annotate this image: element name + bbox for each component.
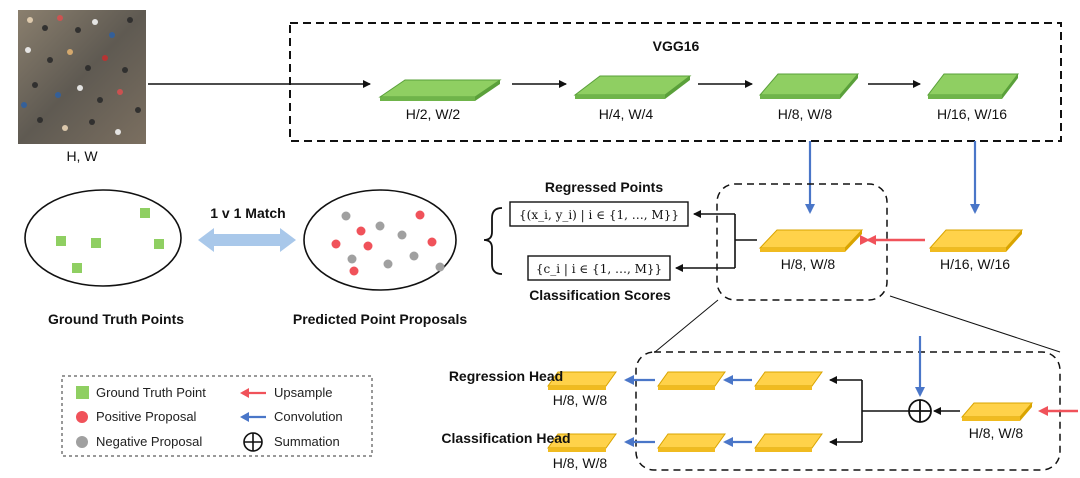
regressed-formula: {(x_i, y_i) | i ∈ {1, …, M}}: [519, 208, 679, 222]
classification-head-label: Classification Head: [441, 430, 570, 446]
vgg-stage-4-label: H/16, W/16: [937, 106, 1007, 122]
upsampled-plate: [960, 402, 1034, 421]
gt-caption: Ground Truth Points: [48, 311, 184, 327]
fusion-box: [716, 183, 888, 301]
input-image: [18, 10, 146, 144]
cls-head-size: H/8, W/8: [553, 455, 608, 471]
deep-feature-label: H/16, W/16: [940, 256, 1010, 272]
circle-plus-icon: [243, 432, 263, 452]
legend-positive-label: Positive Proposal: [96, 409, 197, 424]
match-arrow: [198, 228, 296, 252]
gt-points-ellipse: [24, 189, 182, 287]
vgg-box: [289, 22, 1062, 142]
pred-caption: Predicted Point Proposals: [293, 311, 467, 327]
summation-node: [908, 399, 932, 423]
legend-summation-label: Summation: [274, 434, 340, 449]
mid-feature-plate: [758, 229, 864, 252]
gray-dot-icon: [76, 436, 88, 448]
zoom-line-left: [654, 299, 719, 353]
regressed-box: [509, 201, 689, 227]
legend-negative-label: Negative Proposal: [96, 434, 202, 449]
red-dot-icon: [76, 411, 88, 423]
zoom-line-right: [889, 295, 1061, 353]
blue-arrow-icon: [240, 412, 266, 422]
vgg-stage-3-plate: [758, 73, 860, 99]
upsampled-size-label: H/8, W/8: [969, 425, 1024, 441]
classification-title: Classification Scores: [529, 287, 671, 303]
match-label: 1 v 1 Match: [210, 205, 285, 221]
reg-head-size: H/8, W/8: [553, 392, 608, 408]
output-branch-line: [734, 214, 757, 268]
cls-plate-3: [754, 433, 823, 452]
legend-upsample-label: Upsample: [274, 385, 333, 400]
vgg-stage-4-plate: [926, 73, 1020, 99]
mid-feature-label: H/8, W/8: [781, 256, 836, 272]
output-brace: [483, 207, 503, 275]
legend-convolution-label: Convolution: [274, 409, 343, 424]
reg-plate-2: [657, 371, 726, 390]
cls-plate-2: [657, 433, 726, 452]
reg-plate-3: [754, 371, 823, 390]
deep-feature-plate: [928, 229, 1024, 252]
vgg-stage-2-plate: [573, 75, 692, 99]
cls-plate-1: [547, 433, 617, 452]
pred-points: [331, 210, 445, 276]
red-arrow-icon: [240, 388, 266, 398]
head-branch-line: [861, 380, 909, 442]
vgg-stage-3-label: H/8, W/8: [778, 106, 833, 122]
input-size-label: H, W: [66, 148, 98, 164]
vgg-stage-1-plate: [378, 79, 502, 101]
classification-box: [527, 255, 671, 281]
vgg-stage-1-label: H/2, W/2: [406, 106, 461, 122]
gt-points: [56, 208, 164, 273]
reg-plate-1: [547, 371, 617, 390]
regression-head-label: Regression Head: [449, 368, 563, 384]
classification-formula: {c_i | i ∈ {1, …, M}}: [536, 262, 662, 276]
legend-box: [61, 375, 373, 457]
vgg-stage-2-label: H/4, W/4: [599, 106, 654, 122]
green-square-icon: [76, 386, 89, 399]
regressed-title: Regressed Points: [545, 179, 663, 195]
legend-gt-label: Ground Truth Point: [96, 385, 206, 400]
vgg-title: VGG16: [653, 38, 700, 54]
